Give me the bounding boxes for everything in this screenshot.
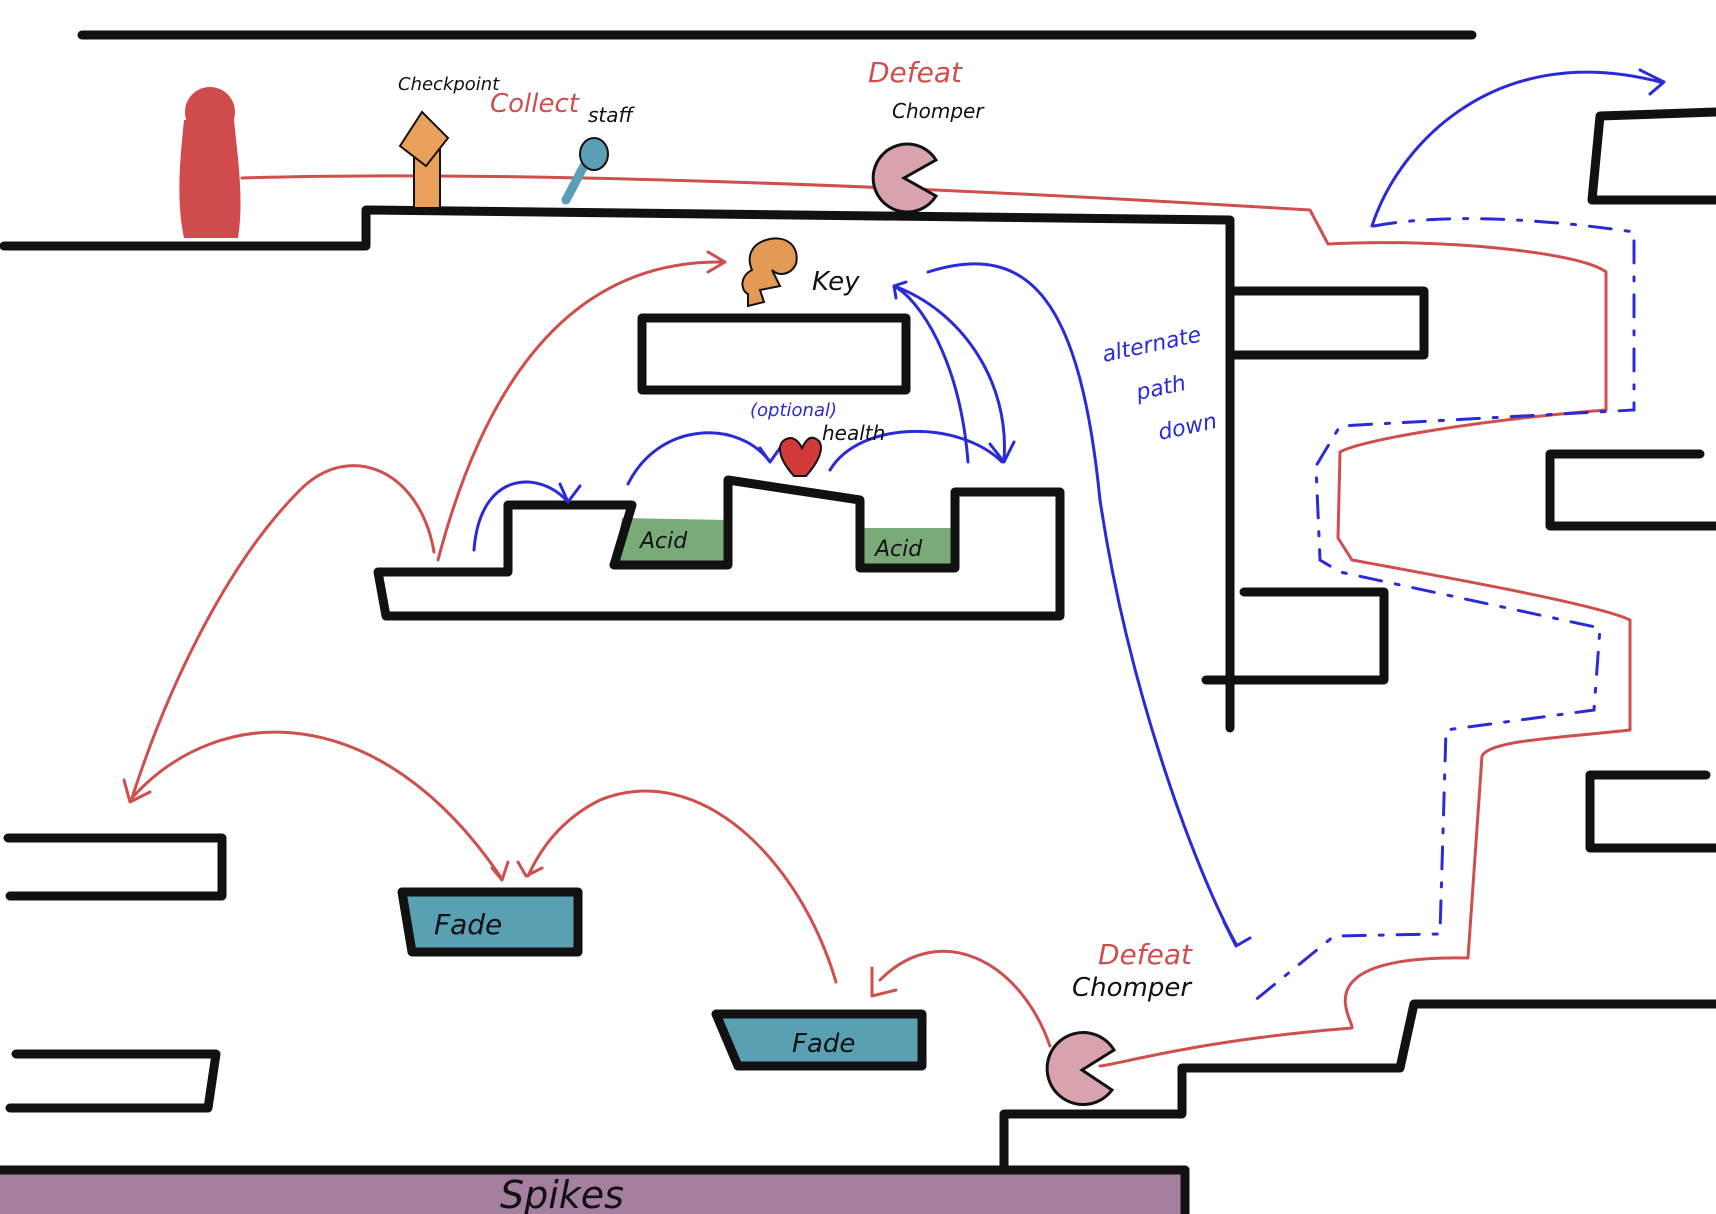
main-path-left-to-fade xyxy=(130,730,510,882)
main-path-chomper-to-fade xyxy=(870,949,1052,1048)
alt-path-heart-right xyxy=(828,429,1004,472)
ledge-right-1 xyxy=(1225,286,1429,360)
acid-right-label: Acid xyxy=(873,537,923,562)
fade-platform-right xyxy=(711,1009,927,1071)
alt-path-down xyxy=(926,262,1252,948)
chomper-icon xyxy=(871,142,939,214)
alt-path-top-right xyxy=(1370,68,1666,228)
health-label: health xyxy=(822,421,885,445)
heart-icon xyxy=(779,436,822,477)
key-slab xyxy=(637,313,911,395)
acid-pool-left xyxy=(614,518,728,565)
optional-label: (optional) xyxy=(750,400,837,421)
fade-left-label: Fade xyxy=(434,908,502,941)
checkpoint-label: Checkpoint xyxy=(398,74,500,95)
staff-label: staff xyxy=(588,103,636,127)
defeat-bottom-label: Defeat xyxy=(1098,938,1193,971)
chomper-bottom-label: Chomper xyxy=(1072,973,1193,1003)
top-floor xyxy=(0,205,1235,733)
defeat-top-label: Defeat xyxy=(868,56,963,89)
main-path-fade-to-fade xyxy=(516,789,838,984)
acid-pool-right xyxy=(858,528,955,568)
alt-path-slab-left xyxy=(472,480,582,552)
checkpoint-icon xyxy=(398,110,450,209)
acid-left-label: Acid xyxy=(638,529,688,554)
alt-path-slab-mid xyxy=(626,431,782,486)
block-far-right-1 xyxy=(1587,107,1716,205)
main-path-to-key xyxy=(436,250,727,562)
ledge-left-1 xyxy=(3,833,227,901)
fade-right-label: Fade xyxy=(792,1029,855,1059)
alt-path-label-3: down xyxy=(1156,409,1219,446)
block-far-right-3 xyxy=(1585,770,1716,853)
key-icon xyxy=(741,237,798,308)
alt-path-dashed xyxy=(1246,217,1636,1008)
chomper-top-label: Chomper xyxy=(892,99,985,123)
chomper-bottom-icon xyxy=(1045,1031,1117,1106)
spikes-floor xyxy=(0,1172,1185,1214)
key-label: Key xyxy=(812,267,860,297)
alt-path-label-2: path xyxy=(1133,371,1188,406)
stair-floor xyxy=(999,999,1716,1175)
collect-label: Collect xyxy=(490,89,580,119)
main-path-top xyxy=(240,174,1632,1068)
ledge-right-2 xyxy=(1201,587,1389,685)
fade-platform-left xyxy=(397,887,583,957)
alt-path-key-right xyxy=(892,284,1016,464)
player-icon xyxy=(179,87,241,238)
staff-icon xyxy=(561,137,609,205)
block-far-right-2 xyxy=(1545,449,1716,531)
spikes-label: Spikes xyxy=(500,1173,624,1214)
main-path-acid-to-left xyxy=(122,464,436,804)
ledge-left-2 xyxy=(5,1049,221,1113)
acid-structure xyxy=(373,475,1065,621)
alt-path-key-back xyxy=(892,280,970,464)
alt-path-label-1: alternate xyxy=(1100,323,1203,368)
